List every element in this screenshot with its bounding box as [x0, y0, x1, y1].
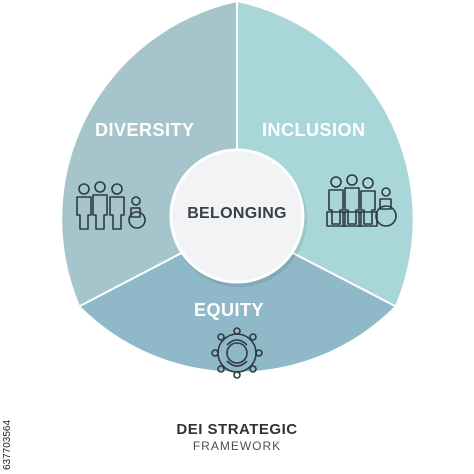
inclusion-label: INCLUSION: [262, 120, 366, 140]
footer-title: DEI STRATEGIC: [176, 421, 298, 438]
belonging-label: BELONGING: [187, 205, 287, 222]
equity-segment: [80, 224, 395, 372]
equity-label: EQUITY: [194, 300, 265, 320]
footer-subtitle: FRAMEWORK: [192, 439, 282, 453]
circular-hands-icon: [211, 327, 263, 379]
diverse-people-icon: [76, 181, 146, 230]
included-people-icon: [326, 174, 397, 227]
side-id-text: 637703564: [2, 419, 13, 470]
diversity-label: DIVERSITY: [95, 120, 195, 140]
center-circle: [169, 148, 305, 284]
